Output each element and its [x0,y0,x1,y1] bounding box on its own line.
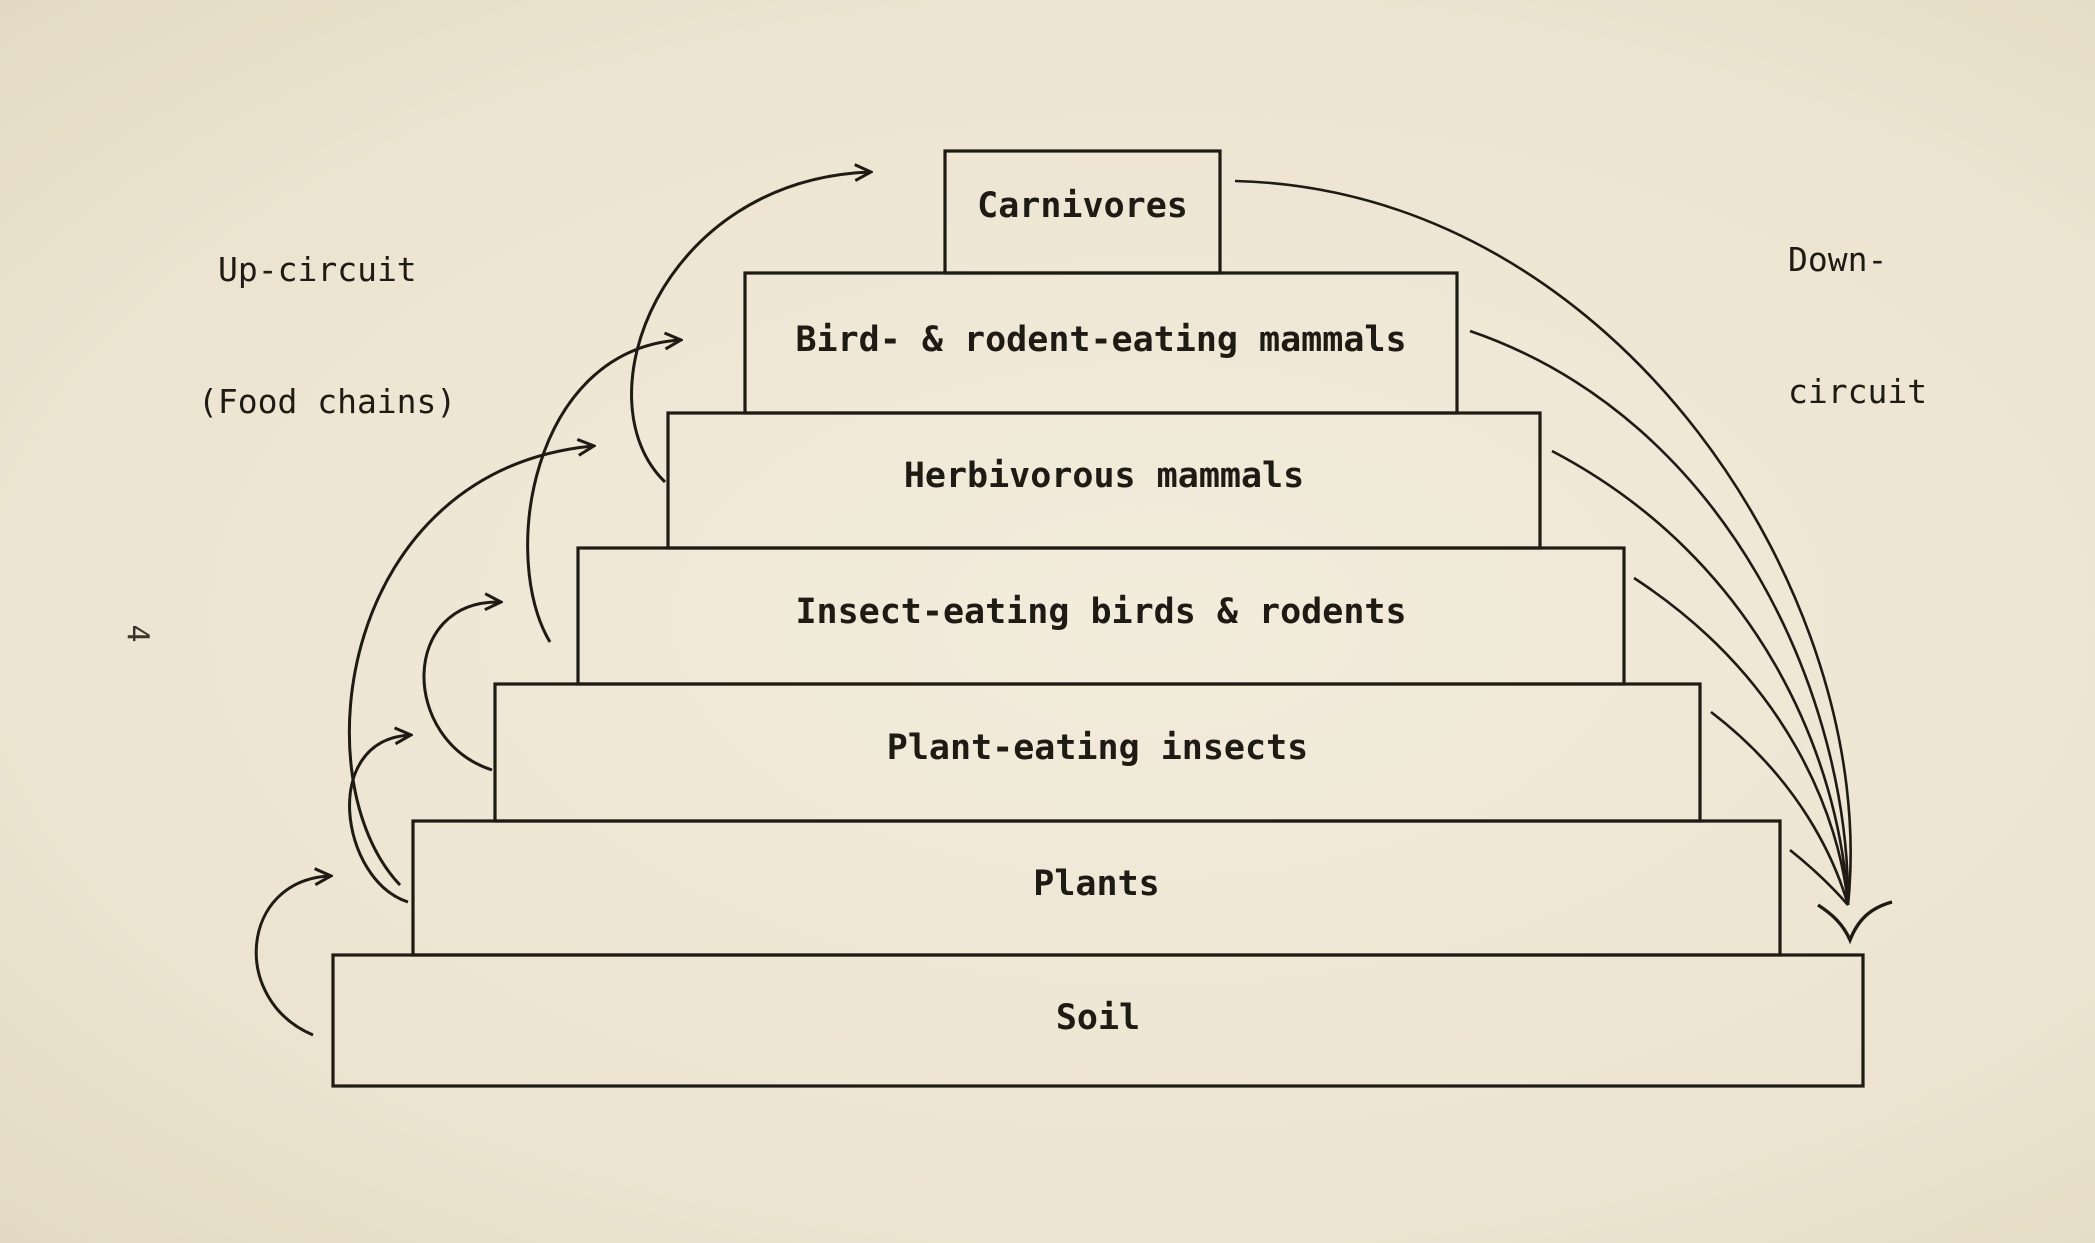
down-arrowhead [1817,900,1893,945]
level-label-plants: Plants [1033,864,1160,904]
up-arrow-insect-eaters-to-mammal-eaters [526,340,680,643]
up-circuit-label-line1: Up-circuit [218,250,417,289]
down-arrow-from-plants [1789,848,1849,906]
down-arrow-from-insect-eaters [1633,576,1850,906]
level-label-bird-rodent-eating-mammals: Bird- & rodent-eating mammals [795,320,1407,360]
down-arrow-from-herbivores [1551,449,1850,906]
level-label-herbivorous-mammals: Herbivorous mammals [903,456,1305,496]
down-arrow-from-carnivores [1234,179,1852,906]
down-circuit-label-line1: Down- [1788,240,1888,279]
up-circuit-label: Up-circuit (Food chains) [198,160,456,512]
level-label-plant-eating-insects: Plant-eating insects [886,728,1309,768]
level-label-soil: Soil [1055,998,1141,1038]
down-arrow-from-bird-rodent-eaters [1469,329,1850,906]
level-label-insect-eating-birds-rodents: Insect-eating birds & rodents [795,592,1407,632]
up-arrow-plants-to-insects [348,735,410,904]
level-box-soil [331,953,1865,1088]
up-arrow-plants-to-herbivores [347,446,593,887]
down-circuit-label: Down- circuit [1788,150,1927,502]
up-arrow-insects-to-insect-eaters [422,602,500,772]
up-arrow-herbivores-to-carnivores [630,172,870,484]
up-circuit-label-line2: (Food chains) [198,382,457,421]
down-arrow-from-plant-eating-insects [1710,710,1850,906]
up-arrow-soil-to-plants [254,876,330,1037]
page-number: 4 [119,624,155,643]
down-circuit-label-line2: circuit [1788,372,1928,411]
level-label-carnivores: Carnivores [977,186,1188,226]
